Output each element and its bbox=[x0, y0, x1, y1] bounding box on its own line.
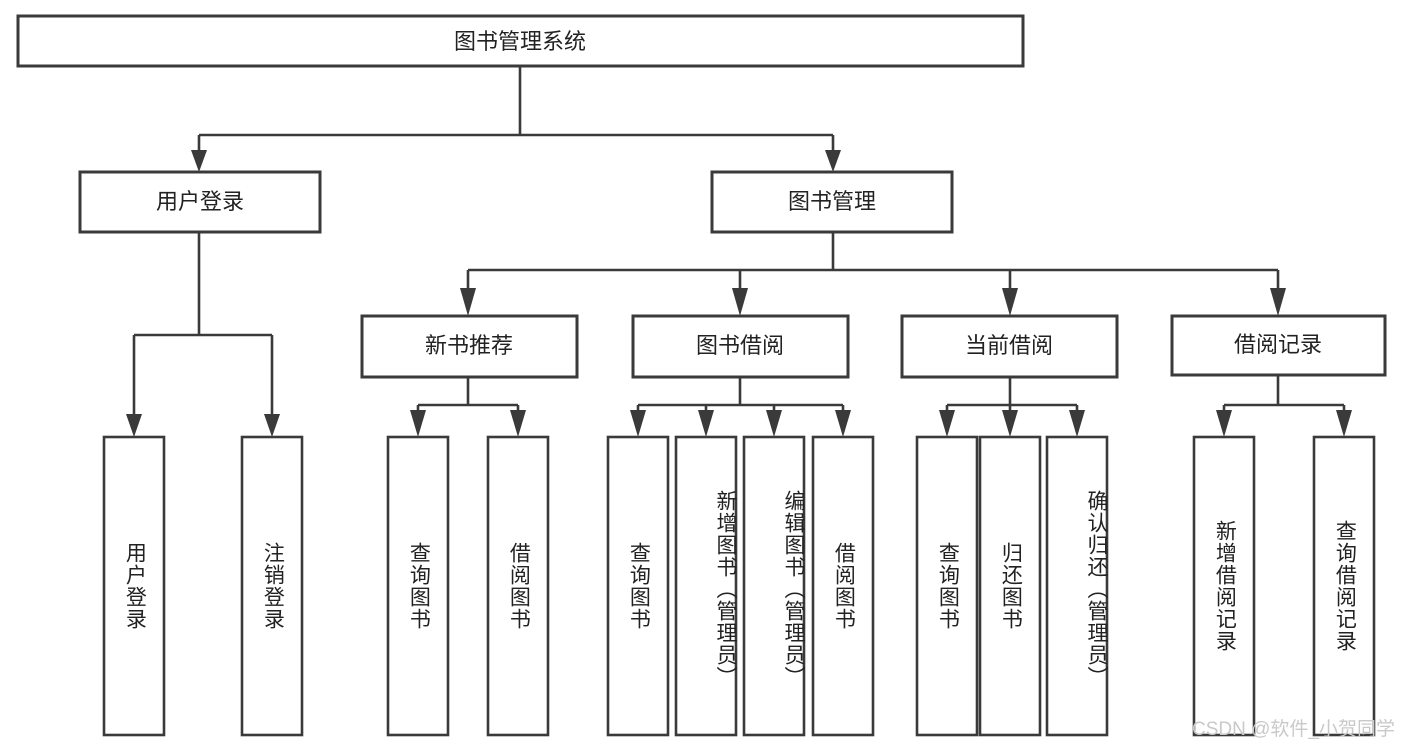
labels-layer: 图书管理系统 用户登录 图书管理 新书推荐 图书借阅 当前借阅 借阅记录 bbox=[156, 29, 1322, 358]
arrow-leaf-user-login bbox=[126, 414, 142, 437]
label-book-borrow: 图书借阅 bbox=[696, 333, 784, 358]
leafbox-rec-query[interactable] bbox=[1312, 435, 1376, 737]
leafbox-bb-borrow[interactable] bbox=[811, 435, 875, 737]
label-borrow-record: 借阅记录 bbox=[1234, 332, 1322, 357]
arrow-leaf-rec-add bbox=[1216, 410, 1232, 437]
leafbox-cb-query[interactable] bbox=[915, 435, 979, 737]
arrow-leaf-cb-confirm bbox=[1069, 410, 1085, 437]
arrow-leaf-rec-query bbox=[1336, 410, 1352, 437]
node-root[interactable] bbox=[16, 14, 1025, 68]
leafbox-newbook-query[interactable] bbox=[386, 435, 450, 737]
label-root: 图书管理系统 bbox=[454, 29, 586, 54]
arrow-to-new-book bbox=[460, 288, 476, 316]
node-current-borrow[interactable] bbox=[900, 314, 1119, 379]
leafbox-user-login[interactable] bbox=[102, 435, 166, 737]
arrow-to-current-borrow bbox=[1002, 288, 1018, 316]
leafbox-rec-add[interactable] bbox=[1192, 435, 1256, 737]
label-current-borrow: 当前借阅 bbox=[965, 333, 1053, 358]
arrow-to-borrow-record bbox=[1270, 288, 1286, 316]
arrow-leaf-bb-query bbox=[630, 410, 646, 437]
arrow-leaf-bb-add bbox=[698, 410, 714, 437]
node-borrow-record[interactable] bbox=[1170, 314, 1387, 377]
arrow-leaf-logout bbox=[264, 414, 280, 437]
arrow-to-book-borrow bbox=[732, 288, 748, 316]
node-new-book-recommend[interactable] bbox=[360, 314, 579, 379]
node-book-borrow[interactable] bbox=[631, 314, 850, 379]
edges-layer bbox=[126, 66, 1352, 437]
leafbox-newbook-borrow[interactable] bbox=[486, 435, 550, 737]
leafbox-bb-query[interactable] bbox=[606, 435, 670, 737]
arrow-leaf-cb-return bbox=[1002, 410, 1018, 437]
arrow-leaf-bb-edit bbox=[766, 410, 782, 437]
label-book-management: 图书管理 bbox=[788, 189, 876, 214]
leafbox-logout[interactable] bbox=[240, 435, 304, 737]
leafbox-bb-edit[interactable] bbox=[742, 435, 806, 737]
leafbox-cb-return[interactable] bbox=[978, 435, 1042, 737]
label-user-login: 用户登录 bbox=[156, 189, 244, 214]
leafbox-cb-confirm[interactable] bbox=[1045, 435, 1109, 737]
node-book-management[interactable] bbox=[710, 170, 954, 234]
nodes-layer bbox=[16, 14, 1387, 737]
arrow-leaf-cb-query bbox=[939, 410, 955, 437]
arrow-to-user-login bbox=[191, 150, 207, 172]
node-user-login[interactable] bbox=[78, 170, 322, 234]
arrow-leaf-bb-borrow bbox=[835, 410, 851, 437]
arrow-to-book-mgmt bbox=[825, 150, 841, 172]
leafbox-bb-add[interactable] bbox=[674, 435, 738, 737]
label-new-book-recommend: 新书推荐 bbox=[425, 333, 513, 358]
arrow-leaf-newbook-query bbox=[410, 410, 426, 437]
arrow-leaf-newbook-borrow bbox=[510, 410, 526, 437]
